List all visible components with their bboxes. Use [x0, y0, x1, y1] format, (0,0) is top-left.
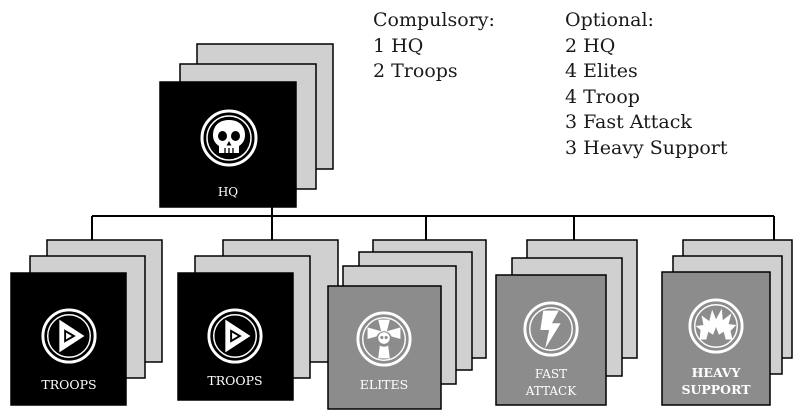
compulsory-requirements: Compulsory: 1 HQ 2 Troops [373, 8, 495, 85]
fast-attack-slot: FAST ATTACK [495, 239, 638, 406]
fast-attack-label-line1: FAST [535, 367, 567, 381]
optional-item-fast-attack: 3 Fast Attack [565, 111, 692, 133]
heavy-support-slot: HEAVY SUPPORT [661, 239, 793, 406]
elites-label: ELITES [360, 377, 408, 392]
fast-attack-front-card [495, 274, 607, 406]
hq-slot: HQ [159, 43, 334, 208]
connector-lines [91, 195, 775, 240]
elites-slot: ELITES [327, 239, 487, 410]
optional-item-hq: 2 HQ [565, 34, 616, 57]
fast-attack-label-line2: ATTACK [525, 384, 577, 398]
troops-1-label: TROOPS [41, 377, 96, 392]
optional-item-heavy-support: 3 Heavy Support [565, 136, 728, 159]
compulsory-heading: Compulsory: [373, 9, 495, 31]
troops-slot-1: TROOPS [10, 239, 163, 406]
optional-item-elites: 4 Elites [565, 60, 638, 82]
heavy-support-label-line1: HEAVY [692, 365, 742, 380]
compulsory-item-hq: 1 HQ [373, 34, 424, 57]
optional-heading: Optional: [565, 9, 654, 31]
hq-label: HQ [218, 185, 238, 199]
heavy-support-label-line2: SUPPORT [681, 382, 751, 397]
optional-requirements: Optional: 2 HQ 4 Elites 4 Troop 3 Fast A… [565, 8, 728, 161]
compulsory-item-troops: 2 Troops [373, 60, 458, 82]
troops-2-label: TROOPS [207, 373, 262, 388]
optional-item-troop: 4 Troop [565, 85, 640, 108]
troops-slot-2: TROOPS [177, 239, 339, 401]
